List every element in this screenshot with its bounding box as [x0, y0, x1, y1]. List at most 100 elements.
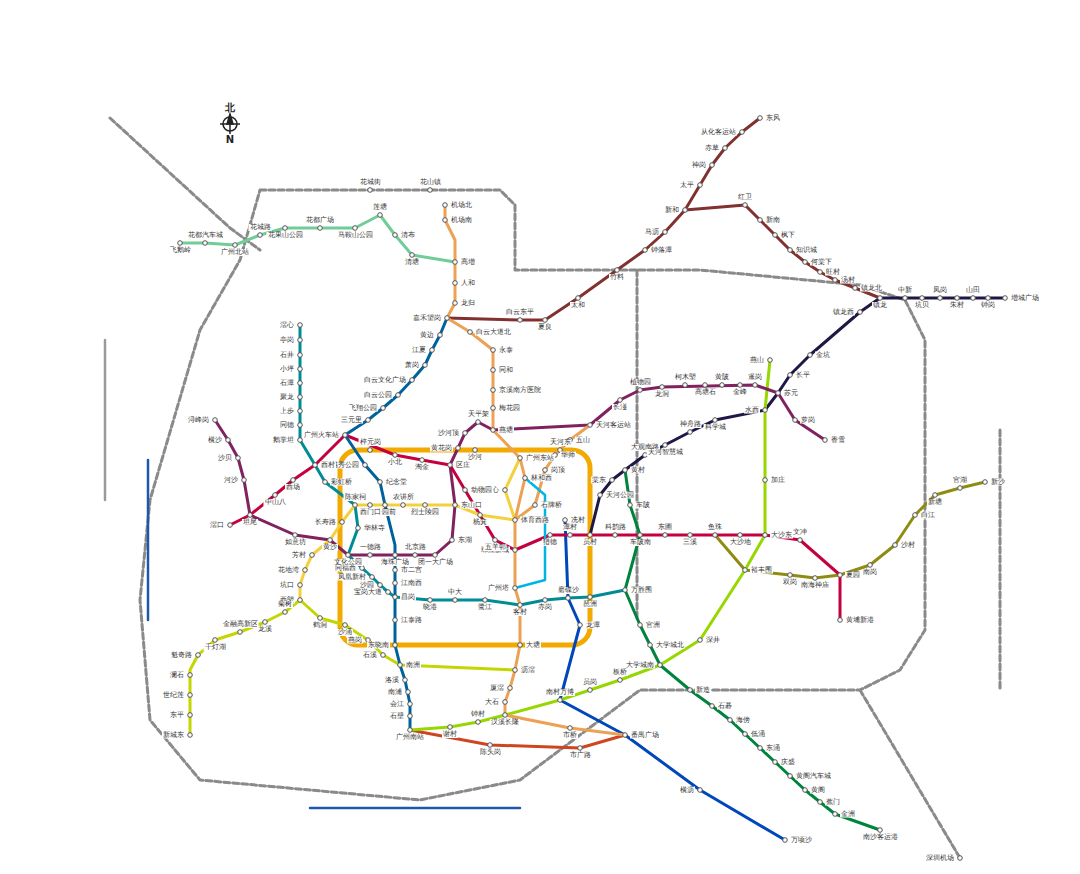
- station-name: 东湖: [457, 537, 473, 544]
- station-name: 金洲: [840, 811, 856, 818]
- station-name: 钟落潭: [650, 247, 673, 254]
- station-name: 沙贝: [217, 455, 233, 462]
- station-dot: [408, 728, 413, 733]
- station-name: 同和: [498, 367, 514, 374]
- station-dot: [393, 453, 398, 458]
- station-name: 花城街: [359, 179, 382, 186]
- station-dot: [853, 286, 858, 291]
- station-name: 石潭: [279, 380, 295, 387]
- station-dot: [360, 566, 365, 571]
- station-name: 芳村: [291, 552, 307, 559]
- station-dot: [803, 260, 808, 265]
- station-name: 加庄: [770, 477, 786, 484]
- station-name: 萧岗: [404, 362, 420, 369]
- station-dot: [763, 478, 768, 483]
- station-dot: [568, 533, 573, 538]
- station-name: 镇龙北: [860, 285, 883, 292]
- station-dot: [393, 618, 398, 623]
- station-name: 东风: [765, 115, 781, 122]
- station-dot: [491, 406, 496, 411]
- station-dot: [448, 463, 453, 468]
- station-name: 白云公园: [363, 392, 393, 399]
- station-dot: [743, 732, 748, 737]
- station-dot: [576, 296, 581, 301]
- station-dot: [788, 373, 793, 378]
- compass-label: 北: [224, 103, 236, 113]
- station-dot: [488, 743, 493, 748]
- station-dot: [188, 693, 193, 698]
- station-name: 广州火车站: [303, 432, 340, 439]
- station-name: 同福西: [334, 565, 357, 572]
- station-name: 大学城南: [625, 662, 655, 669]
- station-dot: [623, 733, 628, 738]
- station-name: 石壁: [389, 713, 405, 720]
- station-dot: [720, 383, 725, 388]
- station-dot: [558, 698, 563, 703]
- intercity-line: [110, 118, 260, 250]
- station-name: 沥滘: [520, 667, 536, 674]
- station-dot: [398, 663, 403, 668]
- station-name: 一德路: [359, 544, 382, 551]
- station-dot: [958, 856, 963, 861]
- station-name: 晓港: [422, 604, 438, 611]
- station-dot: [763, 533, 768, 538]
- station-name: 凤凰新村: [337, 574, 367, 581]
- station-dot: [238, 630, 243, 635]
- intercity-line: [999, 430, 1002, 690]
- station-dot: [533, 503, 538, 508]
- metro-line: [180, 215, 455, 262]
- station-dot: [738, 533, 743, 538]
- station-name: 鹤洞: [312, 622, 328, 629]
- station-name: 新南: [765, 217, 781, 224]
- station-dot: [683, 208, 688, 213]
- station-dot: [258, 233, 263, 238]
- station-name: 京溪南方医院: [498, 387, 542, 394]
- station-name: 龙归: [460, 300, 476, 307]
- station-dot: [758, 218, 763, 223]
- station-dot: [658, 663, 663, 668]
- station-name: 梅花园: [498, 405, 521, 412]
- station-dot: [663, 230, 668, 235]
- station-name: 金坑: [815, 352, 831, 359]
- station-dot: [723, 146, 728, 151]
- station-name: 知识城: [795, 247, 818, 254]
- station-dot: [758, 746, 763, 751]
- station-name: 海傍: [735, 717, 751, 724]
- station-dot: [628, 503, 633, 508]
- station-name: 科韵路: [604, 524, 627, 531]
- station-name: 神岗: [691, 162, 707, 169]
- station-name: 沙涌: [337, 629, 353, 636]
- station-dot: [408, 714, 413, 719]
- station-name: 万顷沙: [790, 837, 813, 844]
- station-dot: [346, 553, 351, 558]
- station-dot: [566, 596, 571, 601]
- station-dot: [263, 620, 268, 625]
- station-name: 横沙: [207, 437, 223, 444]
- station-dot: [393, 553, 398, 558]
- station-name: 红卫: [737, 194, 753, 201]
- station-dot: [438, 333, 443, 338]
- station-name: 花都汽车城: [187, 232, 224, 239]
- station-dot: [578, 623, 583, 628]
- station-dot: [443, 218, 448, 223]
- station-dot: [226, 438, 231, 443]
- station-name: 洛溪: [384, 677, 400, 684]
- station-name: 深井: [705, 637, 721, 644]
- station-dot: [356, 526, 361, 531]
- station-dot: [833, 812, 838, 817]
- metro-line: [300, 325, 625, 605]
- station-dot: [453, 301, 458, 306]
- station-dot: [213, 638, 218, 643]
- station-name: 中大: [447, 589, 463, 596]
- station-dot: [353, 503, 358, 508]
- station-name: 黄陂: [714, 374, 730, 381]
- station-dot: [353, 226, 358, 231]
- station-name: 文冲: [792, 529, 808, 536]
- station-name: 淘金: [414, 464, 430, 471]
- intercity-line: [140, 190, 925, 800]
- station-name: 龙洞: [654, 391, 670, 398]
- station-dot: [423, 503, 428, 508]
- station-dot: [638, 533, 643, 538]
- station-name: 永泰: [498, 347, 514, 354]
- station-dot: [366, 418, 371, 423]
